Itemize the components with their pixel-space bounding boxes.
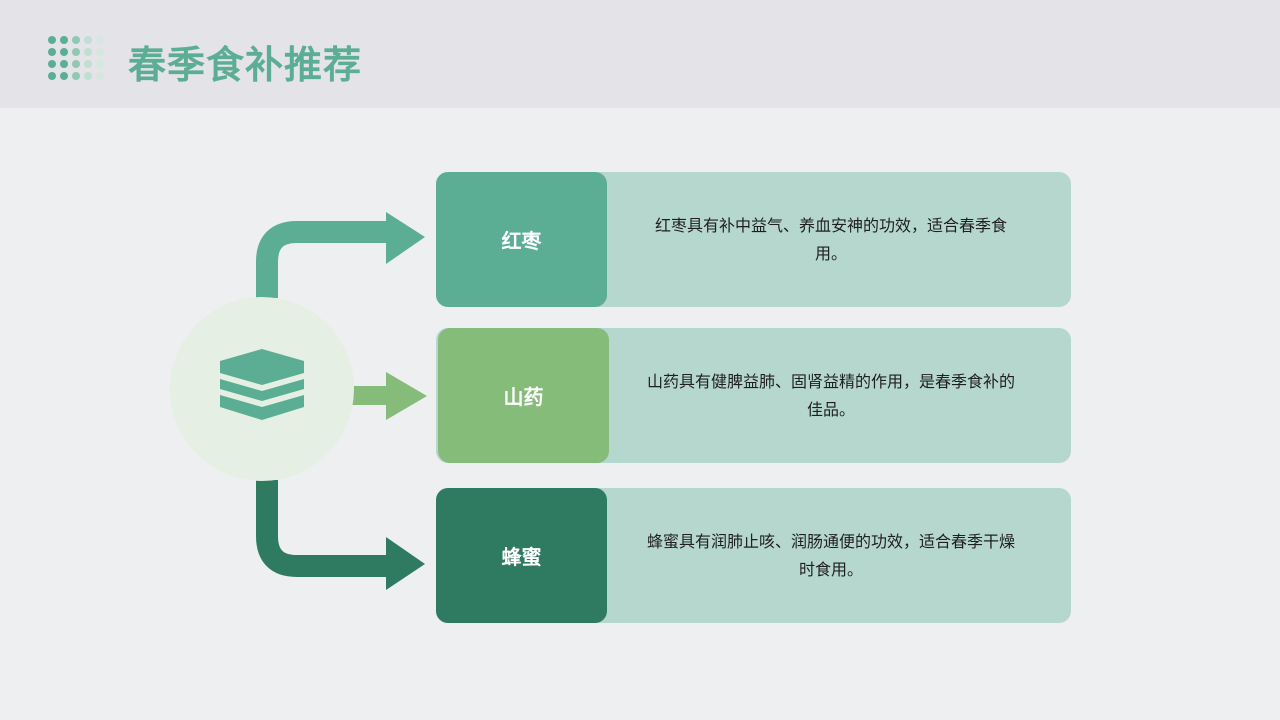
arrow-top-icon — [256, 221, 392, 298]
food-card: 红枣 红枣具有补中益气、养血安神的功效，适合春季食用。 — [436, 172, 1071, 307]
food-description: 红枣具有补中益气、养血安神的功效，适合春季食用。 — [654, 215, 1007, 263]
arrowhead-bottom-icon — [386, 537, 425, 590]
layers-icon — [220, 349, 304, 420]
hub-circle — [170, 297, 354, 481]
food-label: 蜂蜜 — [436, 488, 607, 623]
arrowhead-middle-icon — [386, 372, 427, 420]
arrow-middle-icon — [352, 386, 390, 405]
food-card: 山药 山药具有健脾益肺、固肾益精的作用，是春季食补的佳品。 — [436, 328, 1071, 463]
page-title: 春季食补推荐 — [128, 43, 363, 87]
arrow-bottom-icon — [256, 480, 392, 577]
food-description: 山药具有健脾益肺、固肾益精的作用，是春季食补的佳品。 — [646, 371, 1015, 419]
header-bar: 春季食补推荐 — [0, 0, 1280, 108]
food-label: 山药 — [438, 328, 609, 463]
food-card: 蜂蜜 蜂蜜具有润肺止咳、润肠通便的功效，适合春季干燥时食用。 — [436, 488, 1071, 623]
arrowhead-top-icon — [386, 212, 425, 264]
dots-decoration-icon — [48, 36, 104, 80]
food-description: 蜂蜜具有润肺止咳、润肠通便的功效，适合春季干燥时食用。 — [646, 531, 1015, 579]
food-label: 红枣 — [436, 172, 607, 307]
